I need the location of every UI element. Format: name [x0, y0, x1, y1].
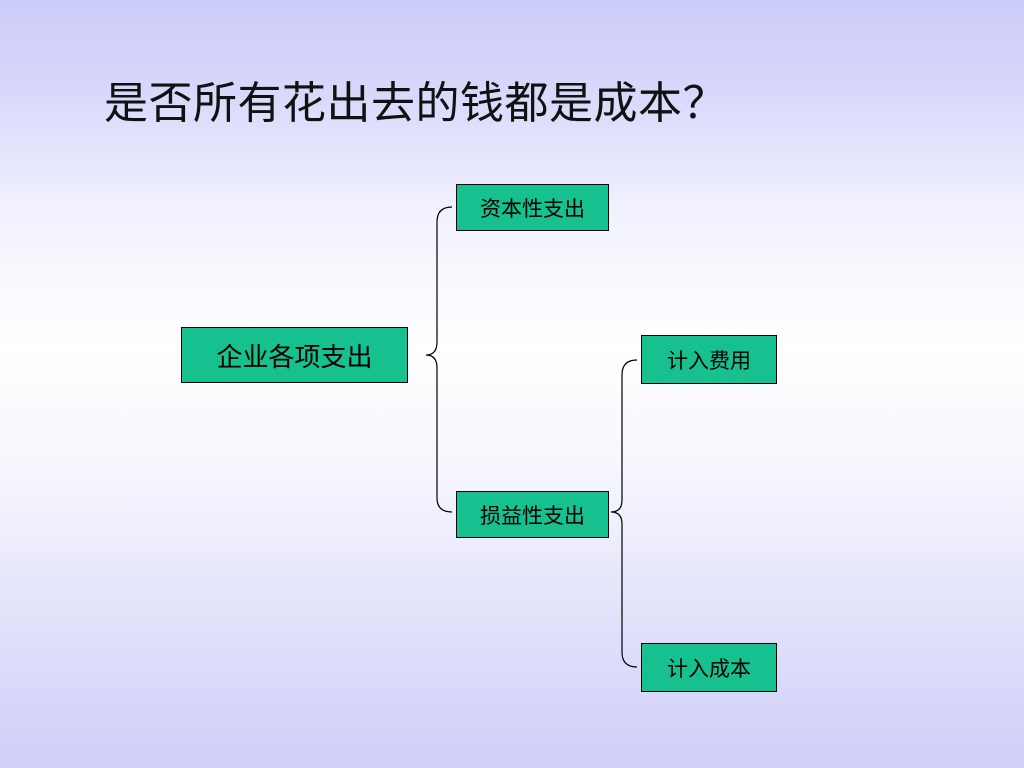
node-label: 计入成本: [667, 656, 751, 681]
node-label: 损益性支出: [480, 503, 585, 528]
node-label: 计入费用: [667, 348, 751, 373]
node-revenue-expenditure: 损益性支出: [456, 491, 609, 538]
node-capital-expenditure: 资本性支出: [456, 184, 609, 231]
node-label: 资本性支出: [480, 196, 585, 221]
node-label: 企业各项支出: [216, 342, 373, 373]
brace-root: [425, 206, 453, 513]
slide-title: 是否所有花出去的钱都是成本？: [104, 78, 727, 129]
node-enterprise-expenditure: 企业各项支出: [181, 327, 408, 383]
node-charged-to-expense: 计入费用: [641, 335, 777, 384]
brace-revenue: [610, 359, 638, 668]
node-charged-to-cost: 计入成本: [641, 643, 777, 692]
